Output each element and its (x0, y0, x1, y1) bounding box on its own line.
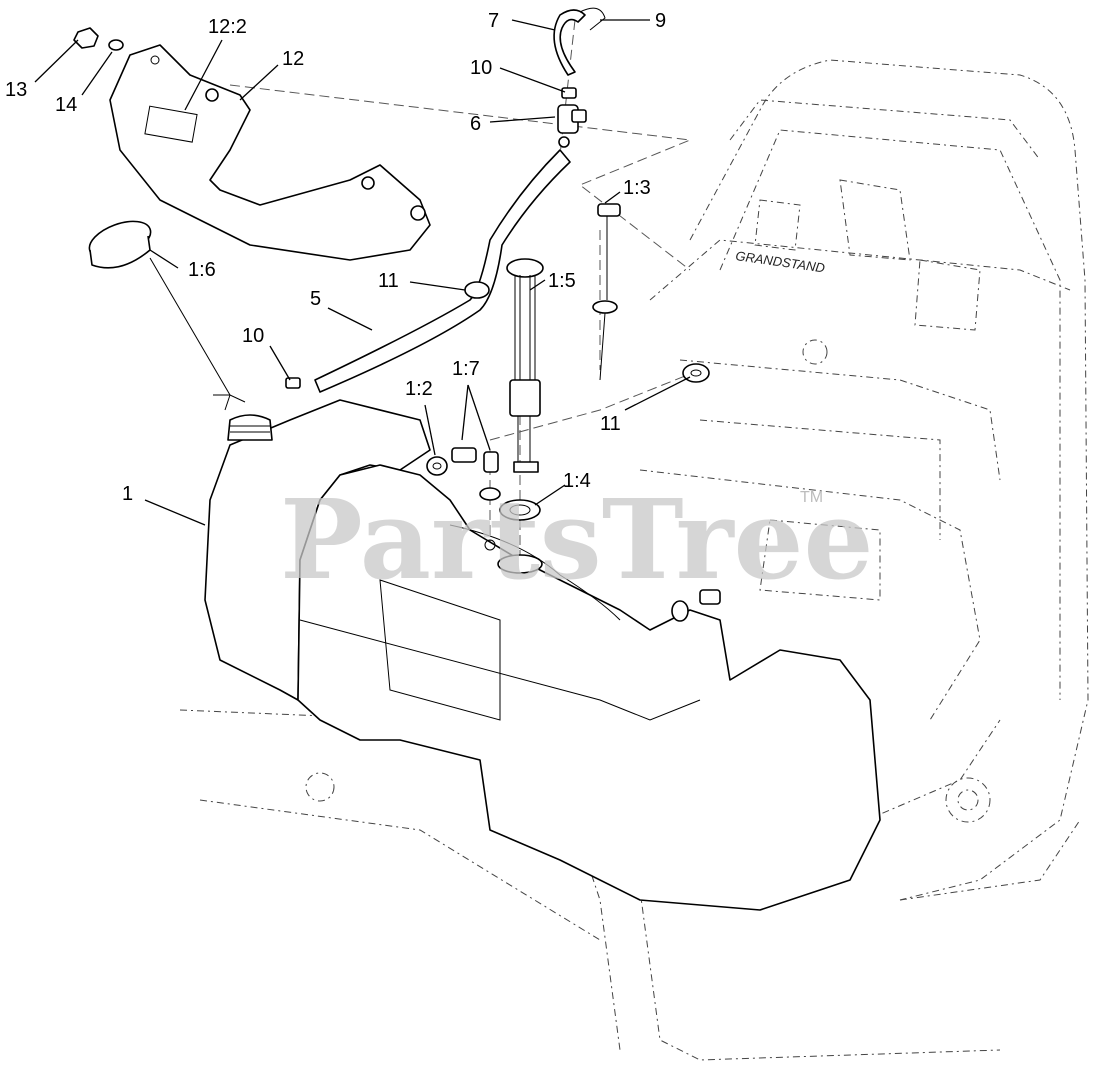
grommet-1-4 (479, 487, 541, 521)
callout-11-upper: 11 (378, 270, 399, 292)
fuel-tank (204, 399, 881, 911)
callout-1-3: 1:3 (623, 177, 651, 199)
callout-1-4: 1:4 (563, 470, 591, 492)
machine-brand-label: GRANDSTAND (735, 248, 826, 275)
callout-12-2: 12:2 (208, 16, 247, 38)
bushing-1-2 (426, 456, 448, 476)
hose-clamp-lower (285, 377, 301, 389)
callout-labels: 13 14 12:2 12 7 9 10 6 1:3 1:6 11 1:5 5 … (5, 10, 666, 505)
watermark: PartsTree TM (280, 475, 874, 604)
watermark-trademark: TM (800, 489, 823, 506)
valve-6 (557, 104, 587, 148)
bolt-13 (73, 27, 99, 49)
clip-9 (579, 7, 606, 31)
washer-14 (108, 39, 124, 51)
callout-1: 1 (122, 483, 133, 505)
vent-hose (314, 149, 571, 393)
fitting-1-3 (592, 203, 621, 381)
watermark-text: PartsTree (280, 475, 874, 604)
callout-5: 5 (310, 288, 321, 310)
fitting-1-7 (451, 447, 499, 473)
callout-6: 6 (470, 113, 481, 135)
callout-1-2: 1:2 (405, 378, 433, 400)
callout-13: 13 (5, 79, 27, 101)
callout-1-5: 1:5 (548, 270, 576, 292)
callout-10-upper: 10 (470, 57, 492, 79)
callout-14: 14 (55, 94, 77, 116)
vent-tube-7 (553, 9, 586, 76)
callout-9: 9 (655, 10, 666, 32)
fuel-sender (506, 258, 544, 473)
machine-frame-ghost (179, 59, 1089, 1061)
callout-12: 12 (282, 48, 304, 70)
callout-1-6: 1:6 (188, 259, 216, 281)
fuel-cap (88, 220, 246, 411)
heat-shield (109, 44, 431, 261)
callout-10-lower: 10 (242, 325, 264, 347)
hose-clamp-upper (561, 87, 577, 99)
leader-lines (34, 19, 691, 526)
callout-1-7: 1:7 (452, 358, 480, 380)
callout-7: 7 (488, 10, 499, 32)
callout-11-lower: 11 (600, 413, 621, 435)
